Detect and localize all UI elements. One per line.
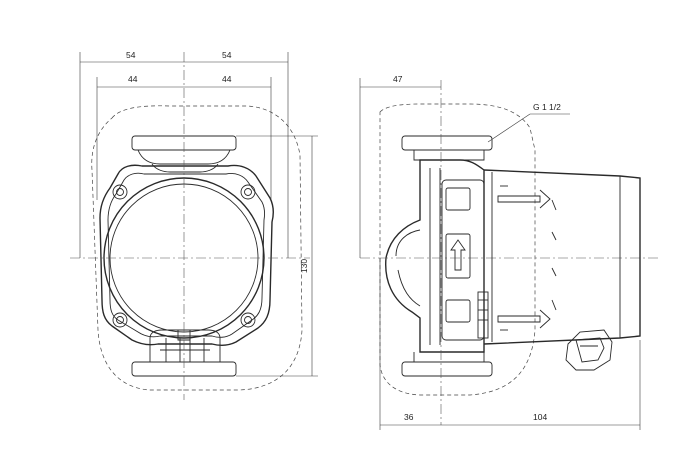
- dim-label-104: 104: [533, 412, 547, 422]
- dim-label-44-left: 44: [128, 74, 138, 84]
- front-bolt-holes: [112, 184, 256, 328]
- front-envelope-outline: [91, 105, 303, 391]
- dim-label-54-left: 54: [126, 50, 136, 60]
- dim-label-47: 47: [393, 74, 403, 84]
- dim-label-44-right: 44: [222, 74, 232, 84]
- side-envelope-outline: [379, 103, 536, 396]
- thread-size-label: G 1 1/2: [533, 102, 561, 112]
- side-cable-connector: [565, 329, 613, 371]
- dim-label-130: 130: [299, 259, 309, 273]
- arrow-up-icon: [450, 239, 466, 271]
- dim-label-54-right: 54: [222, 50, 232, 60]
- side-motor-housing: [483, 169, 641, 345]
- side-view: 47 G 1 1/2 36 104: [359, 74, 660, 430]
- front-body-plate: [99, 164, 275, 347]
- thread-leader-line: [487, 113, 531, 143]
- front-view: 54 54 44 44 130: [70, 50, 318, 400]
- dim-label-36: 36: [404, 412, 414, 422]
- side-control-box: [441, 179, 489, 341]
- side-bottom-flange: [401, 352, 493, 377]
- side-top-flange: [401, 135, 493, 161]
- side-pump-body: [385, 159, 485, 353]
